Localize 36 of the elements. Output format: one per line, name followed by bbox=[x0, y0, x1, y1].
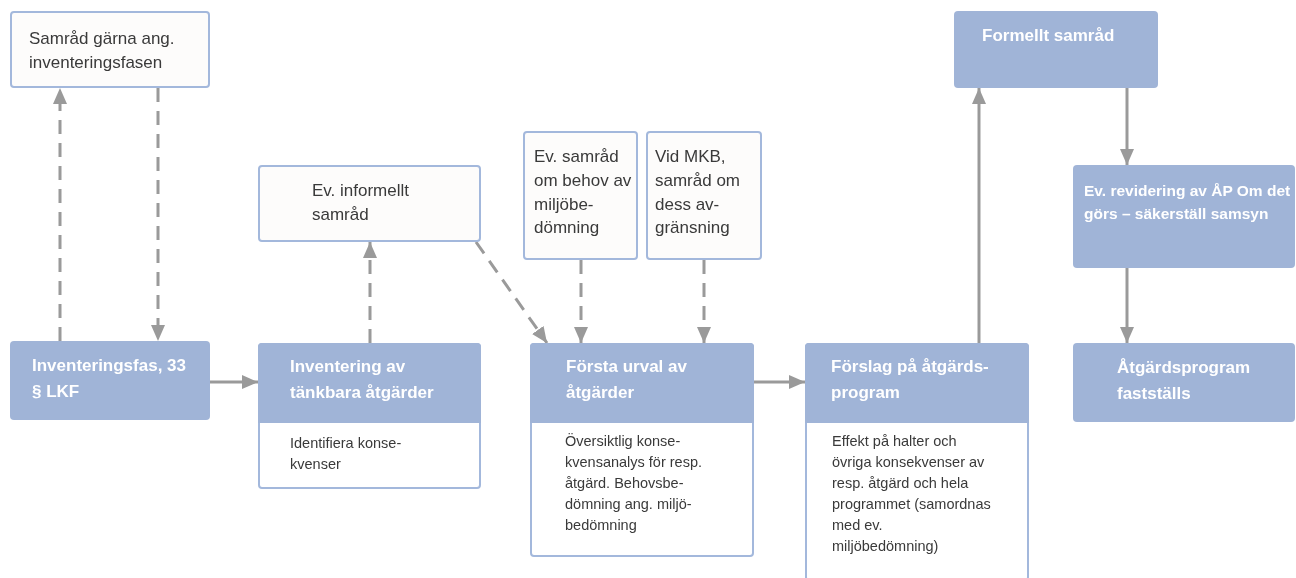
step-description: Effekt på halter och övriga konsekvenser av resp. åtgärd och hela programmet (samordnas med ev. miljöbedömning) bbox=[832, 432, 992, 557]
step-heading: Förslag på åtgärds- program bbox=[805, 343, 1029, 423]
note-text: Vid MKB, samråd om dess av- gränsning bbox=[655, 146, 742, 240]
note-box bbox=[10, 11, 210, 88]
step-label: Ev. revidering av ÅP Om det görs – säkerställ samsyn bbox=[1084, 181, 1292, 225]
note-box bbox=[258, 165, 481, 242]
process-card bbox=[530, 343, 754, 557]
note-text: Ev. informellt samråd bbox=[312, 180, 410, 226]
process-card bbox=[805, 343, 1029, 578]
process-box bbox=[1073, 343, 1295, 422]
arrow bbox=[1120, 88, 1134, 165]
note-box bbox=[646, 131, 762, 260]
step-description: Identifiera konse- kvenser bbox=[290, 434, 403, 474]
process-card bbox=[258, 343, 481, 489]
step-heading: Inventering av tänkbara åtgärder bbox=[258, 343, 481, 423]
step-label: Formellt samråd bbox=[982, 25, 1116, 47]
process-box bbox=[954, 11, 1158, 88]
arrow bbox=[151, 88, 165, 341]
arrow bbox=[574, 260, 588, 343]
process-box bbox=[10, 341, 210, 420]
step-description: Översiktlig konse- kvensanalys för resp. åtgärd. Behovsbe- dömning ang. miljö- bedömning bbox=[565, 432, 703, 536]
arrow bbox=[474, 241, 549, 344]
step-label: Inventeringsfas, 33 § LKF bbox=[32, 355, 187, 403]
arrow bbox=[697, 260, 711, 343]
arrow bbox=[1120, 268, 1134, 343]
step-heading: Första urval av åtgärder bbox=[530, 343, 754, 423]
note-box bbox=[523, 131, 638, 260]
arrow bbox=[210, 375, 258, 389]
process-box bbox=[1073, 165, 1295, 268]
note-text: Ev. samråd om behov av miljöbe- dömning bbox=[534, 146, 632, 240]
arrow bbox=[363, 242, 377, 343]
note-text: Samråd gärna ang. inventeringsfasen bbox=[29, 28, 176, 74]
step-label: Åtgärdsprogram fastställs bbox=[1117, 357, 1252, 405]
arrow bbox=[754, 375, 805, 389]
arrow bbox=[972, 88, 986, 343]
arrow bbox=[53, 88, 67, 341]
